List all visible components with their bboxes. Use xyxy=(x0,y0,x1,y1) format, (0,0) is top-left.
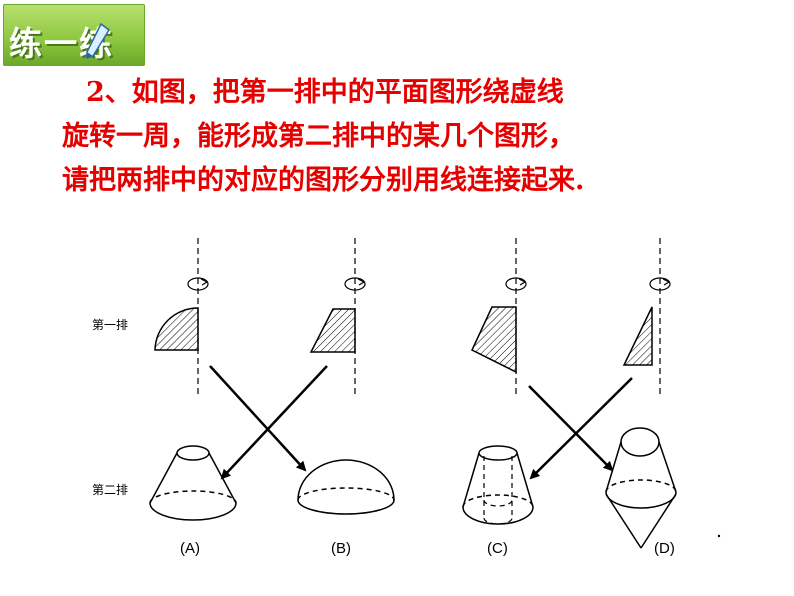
pen-icon xyxy=(86,22,110,60)
shape-trapezoid xyxy=(309,308,356,353)
figure-label-a: (A) xyxy=(180,540,200,557)
solid-b-hemisphere xyxy=(297,459,395,515)
figure-label-c: (C) xyxy=(487,540,508,557)
shape-quarter-circle xyxy=(154,307,199,351)
connect-arrow-3 xyxy=(528,385,614,472)
row-label-first: 第一排 xyxy=(92,318,129,332)
solid-a-frustum xyxy=(149,445,237,521)
rotation-arrow-icon xyxy=(187,277,671,291)
shape-triangle xyxy=(622,306,653,366)
figure-label-d: (D) xyxy=(654,540,675,557)
problem-line-3: 请把两排中的对应的图形分别用线连接起来. xyxy=(62,165,585,196)
row-label-second: 第二排 xyxy=(92,483,129,497)
problem-line-1: 2、如图，把第一排中的平面图形绕虚线 xyxy=(86,77,564,108)
exercise-badge: 练一练 xyxy=(3,4,145,66)
problem-line-2: 旋转一周，能形成第二排中的某几个图形， xyxy=(62,121,575,152)
figure-label-b: (B) xyxy=(331,540,351,557)
connect-arrow-1 xyxy=(209,365,307,472)
connect-arrow-2 xyxy=(220,365,328,480)
solid-c-frustum-hollow xyxy=(462,445,534,525)
solid-d-frustum-cone xyxy=(605,427,677,549)
connect-arrow-4 xyxy=(529,377,633,480)
shape-right-trapezoid xyxy=(471,306,517,374)
